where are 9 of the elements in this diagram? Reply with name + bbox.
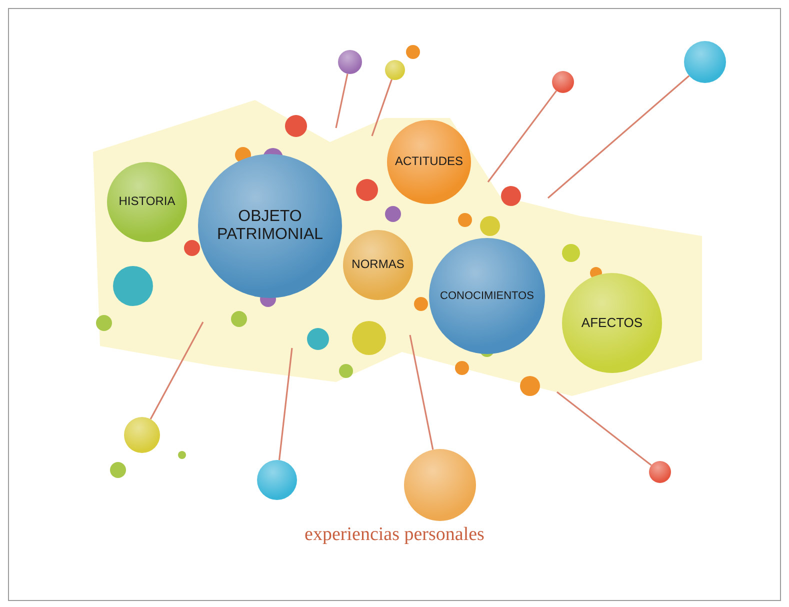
connector-line (547, 75, 690, 199)
connector-line (278, 348, 293, 460)
connector-line (556, 391, 652, 466)
connector-line (371, 79, 392, 136)
caption: experiencias personales (304, 524, 484, 546)
connector-line (487, 90, 558, 182)
connector-line (150, 322, 204, 420)
connector-line (335, 74, 348, 128)
connector-line (409, 334, 434, 450)
